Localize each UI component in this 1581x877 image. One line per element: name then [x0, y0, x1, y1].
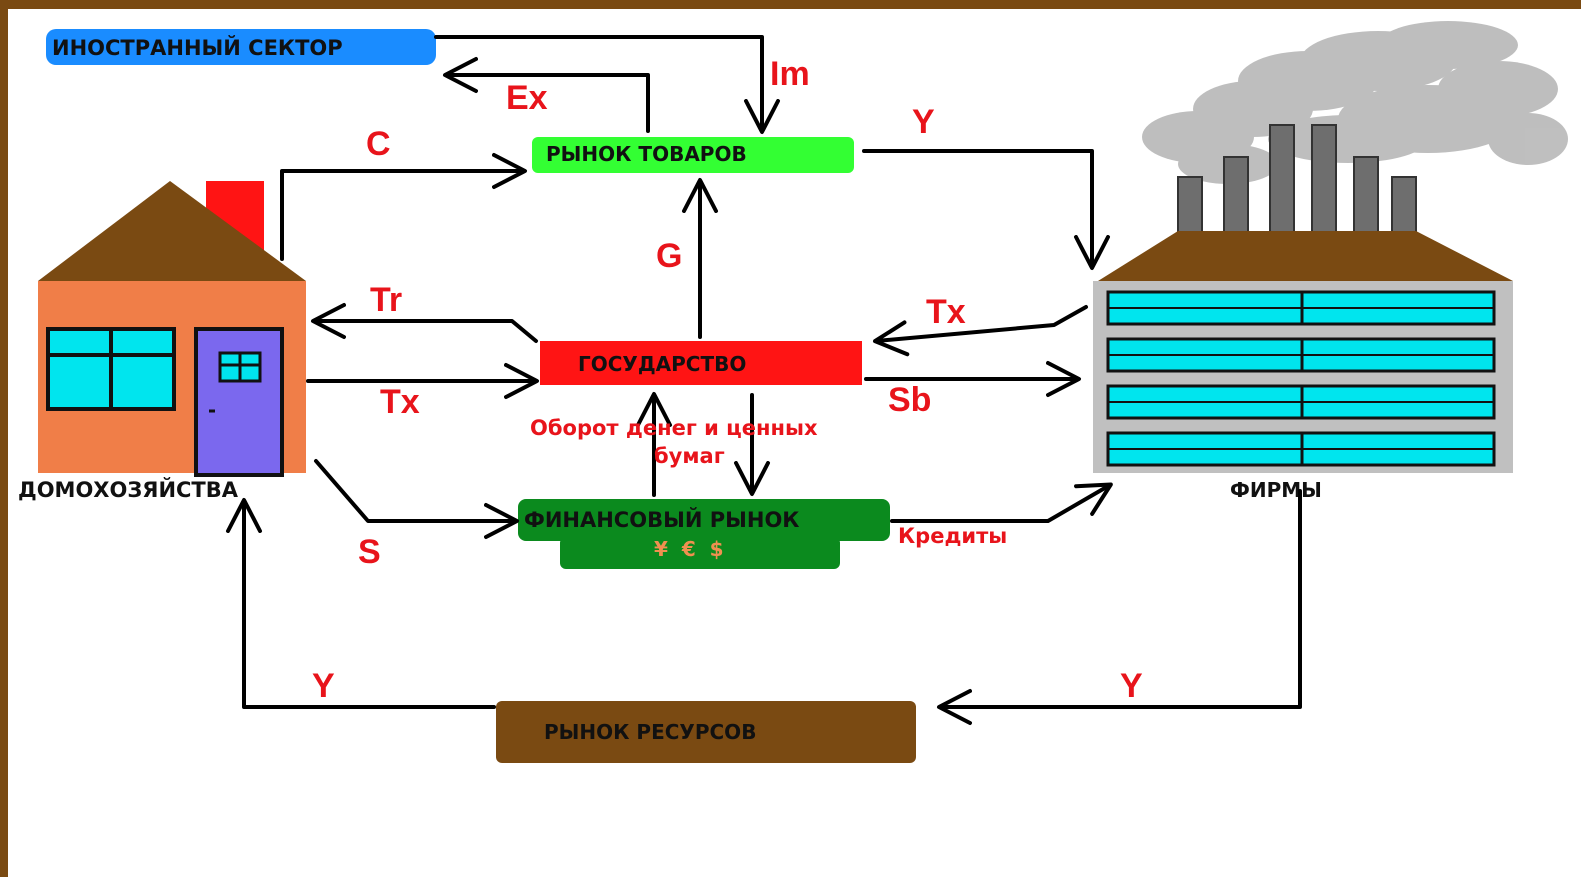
savings-arrow	[314, 459, 519, 539]
factory-roof	[1098, 231, 1513, 281]
government-box: ГОСУДАРСТВО	[540, 341, 862, 385]
resource-market-box: РЫНОК РЕСУРСОВ	[496, 701, 916, 763]
transfers-label: Tr	[370, 281, 402, 319]
household-taxes-label: Tx	[380, 383, 420, 421]
goods-market-box: РЫНОК ТОВАРОВ	[532, 137, 854, 173]
circular-flow-diagram: ИНОСТРАННЫЙ СЕКТОР РЫНОК ТОВАРОВ ГОСУДАР…	[18, 21, 1568, 763]
goods-to-firms-arrow	[862, 149, 1110, 270]
exports-label: Ex	[506, 79, 548, 117]
imports-arrow	[434, 35, 780, 134]
house-door	[194, 327, 284, 477]
resources-to-households-arrow	[226, 498, 496, 709]
money-turnover-label-line2: бумаг	[654, 444, 725, 468]
factory-chimneys	[1177, 124, 1417, 240]
financial-market-box: ФИНАНСОВЫЙ РЫНОК ¥ € $	[518, 499, 890, 569]
consumption-label: C	[366, 125, 391, 163]
households-label: ДОМОХОЗЯЙСТВА	[18, 477, 239, 502]
subsidies-label: Sb	[888, 381, 931, 419]
foreign-sector-label: ИНОСТРАННЫЙ СЕКТОР	[52, 35, 343, 60]
credits-label: Кредиты	[898, 524, 1007, 548]
house-roof	[38, 181, 306, 281]
savings-label: S	[358, 533, 381, 571]
diagram-canvas: ИНОСТРАННЫЙ СЕКТОР РЫНОК ТОВАРОВ ГОСУДАР…	[8, 9, 1581, 877]
firm-taxes-label: Tx	[926, 293, 966, 331]
income-households-label: Y	[312, 667, 335, 705]
government-label: ГОСУДАРСТВО	[578, 352, 746, 376]
firms-label: ФИРМЫ	[1230, 478, 1322, 502]
goods-market-label: РЫНОК ТОВАРОВ	[546, 142, 747, 166]
exports-arrow	[443, 57, 650, 133]
financial-market-label: ФИНАНСОВЫЙ РЫНОК	[524, 507, 799, 532]
house-window	[46, 327, 176, 411]
factory-icon	[1093, 21, 1568, 473]
gov-spending-label: G	[656, 237, 682, 275]
income-to-firms-label: Y	[912, 103, 935, 141]
resource-market-label: РЫНОК РЕСУРСОВ	[544, 720, 756, 744]
factory-smoke	[1142, 21, 1568, 184]
firms-to-resources-arrow	[937, 489, 1302, 725]
transfers-arrow	[311, 303, 538, 343]
imports-label: Im	[770, 55, 810, 93]
income-firms-resources-label: Y	[1120, 667, 1143, 705]
money-turnover-label-line1: Оборот денег и ценных	[530, 416, 818, 440]
firm-taxes-arrow	[873, 305, 1088, 357]
currency-symbols: ¥ € $	[654, 537, 724, 561]
credits-arrow	[890, 482, 1113, 523]
house-icon	[38, 181, 306, 477]
consumption-arrow	[280, 153, 527, 261]
foreign-sector-box: ИНОСТРАННЫЙ СЕКТОР	[46, 29, 436, 65]
